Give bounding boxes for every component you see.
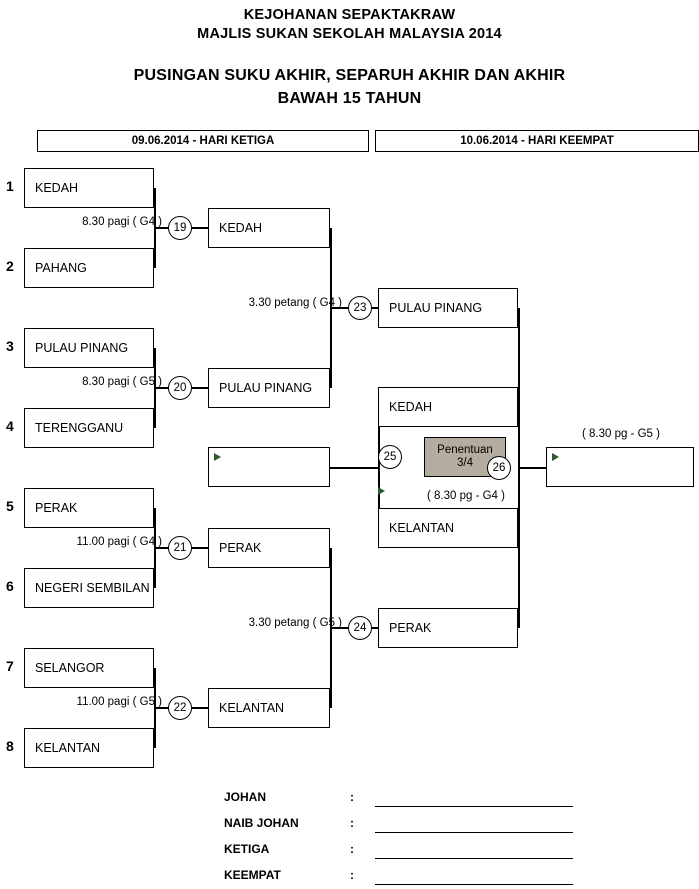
arrow-marker-icon-1 [214, 453, 221, 461]
match-number-26: 26 [487, 456, 511, 480]
playoff-3-4-label-line2: 3/4 [456, 457, 473, 469]
team-box-6[interactable]: NEGERI SEMBILAN [24, 568, 154, 608]
team-box-3[interactable]: PULAU PINANG [24, 328, 154, 368]
title-line-2: MAJLIS SUKAN SEKOLAH MALAYSIA 2014 [197, 26, 502, 42]
seed-4: 4 [6, 418, 14, 434]
seed-7: 7 [6, 658, 14, 674]
qf-winner-box-20[interactable]: PULAU PINANG [208, 368, 330, 408]
subtitle-line-2: BAWAH 15 TAHUN [277, 90, 422, 107]
match-number-19: 19 [168, 216, 192, 240]
result-colon-johan: : [350, 790, 354, 804]
team-name-1: KEDAH [35, 181, 79, 195]
team-name-7: SELANGOR [35, 661, 105, 675]
match-number-24: 24 [348, 616, 372, 640]
final-winner-box[interactable] [546, 447, 694, 487]
connector-playoff-vertical [378, 427, 380, 508]
team-box-4[interactable]: TERENGGANU [24, 408, 154, 448]
match-number-19-label: 19 [173, 222, 187, 234]
result-value-naib-johan[interactable] [375, 832, 573, 833]
match-number-23: 23 [348, 296, 372, 320]
match-number-22-label: 22 [173, 702, 187, 714]
qf-winner-box-21[interactable]: PERAK [208, 528, 330, 568]
match-number-20-label: 20 [173, 382, 187, 394]
match-time-23: 3.30 petang ( G4 ) [248, 297, 342, 309]
match-number-21-label: 21 [173, 542, 187, 554]
connector-playoff-horizontal [330, 467, 378, 469]
seed-8: 8 [6, 738, 14, 754]
match-number-25: 25 [378, 445, 402, 469]
playoff-upper-team-box[interactable]: KEDAH [378, 387, 518, 427]
qf-winner-name-19: KEDAH [219, 221, 263, 235]
team-box-7[interactable]: SELANGOR [24, 648, 154, 688]
daybar-day4-label: 10.06.2014 - HARI KEEMPAT [460, 135, 614, 147]
seed-2: 2 [6, 258, 14, 274]
page-title: KEJOHANAN SEPAKTAKRAW MAJLIS SUKAN SEKOL… [0, 6, 699, 44]
team-box-5[interactable]: PERAK [24, 488, 154, 528]
result-colon-keempat: : [350, 868, 354, 882]
result-label-naib-johan: NAIB JOHAN [224, 816, 299, 830]
sf-winner-name-23: PULAU PINANG [389, 301, 483, 315]
sf-winner-name-24: PERAK [389, 621, 432, 635]
result-colon-naib-johan: : [350, 816, 354, 830]
match-number-23-label: 23 [353, 302, 367, 314]
match-time-21: 11.00 pagi ( G4 ) [76, 536, 162, 548]
result-value-ketiga[interactable] [375, 858, 573, 859]
sf-winner-box-23[interactable]: PULAU PINANG [378, 288, 518, 328]
result-value-keempat[interactable] [375, 884, 573, 885]
qf-winner-name-22: KELANTAN [219, 701, 285, 715]
match-number-22: 22 [168, 696, 192, 720]
qf-winner-name-21: PERAK [219, 541, 262, 555]
team-box-8[interactable]: KELANTAN [24, 728, 154, 768]
team-name-6: NEGERI SEMBILAN [35, 581, 150, 595]
team-box-1[interactable]: KEDAH [24, 168, 154, 208]
team-box-2[interactable]: PAHANG [24, 248, 154, 288]
match-number-20: 20 [168, 376, 192, 400]
subtitle-line-1: PUSINGAN SUKU AKHIR, SEPARUH AKHIR DAN A… [133, 67, 566, 84]
result-colon-ketiga: : [350, 842, 354, 856]
result-label-johan: JOHAN [224, 790, 267, 804]
daybar-day3-label: 09.06.2014 - HARI KETIGA [131, 135, 275, 147]
seed-6: 6 [6, 578, 14, 594]
match-number-21: 21 [168, 536, 192, 560]
connector-final-horizontal [518, 467, 546, 469]
seed-1: 1 [6, 178, 14, 194]
seed-3: 3 [6, 338, 14, 354]
team-name-2: PAHANG [35, 261, 87, 275]
sf-winner-box-24[interactable]: PERAK [378, 608, 518, 648]
playoff-3-4-time: ( 8.30 pg - G4 ) [427, 490, 505, 502]
match-number-26-label: 26 [492, 462, 506, 474]
match-time-24: 3.30 petang ( G5 ) [248, 617, 342, 629]
result-label-keempat: KEEMPAT [224, 868, 281, 882]
team-name-4: TERENGGANU [35, 421, 124, 435]
result-label-ketiga: KETIGA [224, 842, 270, 856]
team-name-3: PULAU PINANG [35, 341, 129, 355]
playoff-lower-team-box[interactable]: KELANTAN [378, 508, 518, 548]
title-line-1: KEJOHANAN SEPAKTAKRAW [243, 7, 456, 23]
match-time-20: 8.30 pagi ( G5 ) [82, 376, 162, 388]
playoff-lower-team-name: KELANTAN [389, 521, 455, 535]
team-name-8: KELANTAN [35, 741, 101, 755]
team-name-5: PERAK [35, 501, 78, 515]
arrow-marker-icon-2 [378, 487, 385, 495]
daybar-day3: 09.06.2014 - HARI KETIGA [37, 130, 369, 152]
playoff-3-4-label-line1: Penentuan [437, 444, 493, 456]
match-time-22: 11.00 pagi ( G5 ) [76, 696, 162, 708]
daybar-day4: 10.06.2014 - HARI KEEMPAT [375, 130, 699, 152]
final-time: ( 8.30 pg - G5 ) [582, 428, 660, 440]
qf-winner-box-22[interactable]: KELANTAN [208, 688, 330, 728]
match-time-19: 8.30 pagi ( G4 ) [82, 216, 162, 228]
qf-winner-name-20: PULAU PINANG [219, 381, 313, 395]
playoff-empty-box[interactable] [208, 447, 330, 487]
page-subtitle: PUSINGAN SUKU AKHIR, SEPARUH AKHIR DAN A… [0, 64, 699, 110]
match-number-25-label: 25 [383, 451, 397, 463]
result-value-johan[interactable] [375, 806, 573, 807]
arrow-marker-icon-3 [552, 453, 559, 461]
qf-winner-box-19[interactable]: KEDAH [208, 208, 330, 248]
seed-5: 5 [6, 498, 14, 514]
match-number-24-label: 24 [353, 622, 367, 634]
playoff-upper-team-name: KEDAH [389, 400, 433, 414]
